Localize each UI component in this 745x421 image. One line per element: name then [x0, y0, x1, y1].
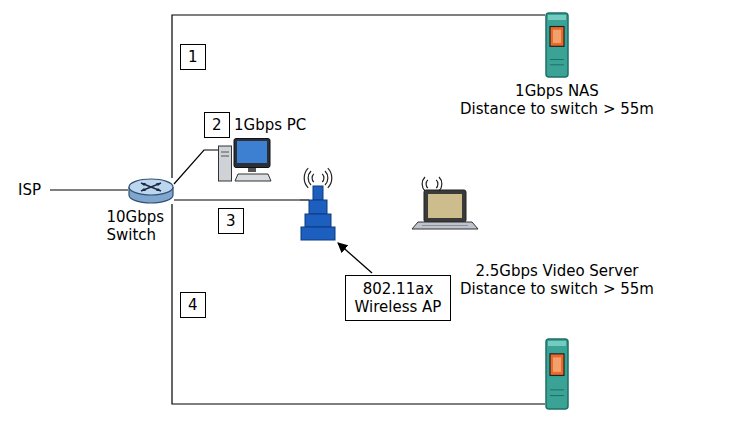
ap-radio-waves: [304, 168, 332, 188]
callout-number: 1: [180, 44, 206, 70]
nas-server: 1Gbps NASDistance to switch > 55m: [545, 12, 569, 78]
label-group: 1Gbps PC: [234, 116, 306, 134]
callout-box-text: 802.11ax Wireless AP: [345, 275, 451, 321]
node-label: 2.5Gbps Video Server: [460, 262, 654, 280]
network-switch-icon: [128, 178, 174, 204]
network-link: [172, 204, 545, 404]
video-server: 2.5Gbps Video ServerDistance to switch >…: [545, 338, 569, 410]
node-label: 1Gbps PC: [234, 116, 306, 134]
node-label: Distance to switch > 55m: [460, 280, 654, 298]
node-label: 10Gbps Switch: [106, 208, 164, 244]
network-link: [174, 199, 300, 200]
isp-label: ISP: [18, 181, 41, 199]
wireless-ap-icon: [300, 186, 336, 240]
label-group: 10Gbps Switch: [106, 208, 164, 244]
laptop-radio-waves: [422, 177, 442, 191]
label-group: 802.11ax Wireless AP: [345, 275, 451, 321]
callout-number: 3: [218, 208, 244, 234]
network-switch: 10Gbps Switch: [128, 178, 174, 204]
pc-workstation-icon: [218, 138, 272, 182]
wireless-ap: 802.11ax Wireless AP: [300, 186, 336, 240]
node-label: Distance to switch > 55m: [460, 100, 654, 118]
label-group: 2.5Gbps Video ServerDistance to switch >…: [460, 262, 654, 298]
callout-number: 4: [180, 292, 206, 318]
label-group: 1Gbps NASDistance to switch > 55m: [460, 82, 654, 118]
callout-number: 2: [204, 112, 230, 138]
isp-wire: [50, 189, 128, 190]
pc-workstation: 1Gbps PC: [218, 138, 272, 182]
video-server-icon: [545, 338, 569, 410]
callout-leader-arrow: [338, 243, 372, 273]
network-link: [174, 150, 218, 184]
laptop-icon: [412, 190, 478, 229]
nas-server-icon: [545, 12, 569, 78]
node-label: 1Gbps NAS: [460, 82, 654, 100]
